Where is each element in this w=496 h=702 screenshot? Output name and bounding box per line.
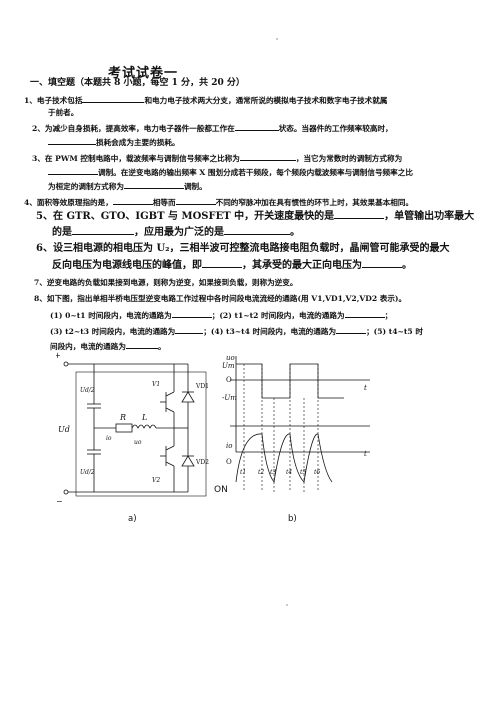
answer-blank[interactable] [175,196,216,205]
answer-blank[interactable] [82,94,145,103]
on-label: ON [214,485,228,495]
label-ud: Ud [58,425,70,434]
label-t6: t6 [314,469,320,476]
question-1-line-1: 1、电子技术包括和电力电子技术两大分支，通常所说的模拟电子技术和数字电子技术就属 [24,94,388,105]
label-ud2-bottom: Ud/2 [80,469,95,476]
answer-blank[interactable] [239,152,296,161]
question-3-line-2: 调制。在逆变电路的输出频率 X 围划分成若干频段，每个频段内载波频率与调制信号频… [48,166,413,178]
label-wave-zero-2: O [226,458,232,466]
answer-blank[interactable] [123,180,184,189]
label-uo: uo [134,439,142,446]
answer-blank[interactable] [234,122,279,131]
answer-blank[interactable] [344,309,385,318]
label-t1: t1 [240,469,246,476]
question-4-line-1: 4、面积等效原理指的是，相等而不同的窄脉冲加在具有惯性的环节上时，其效果基本相同… [24,196,414,207]
label-t4: t4 [286,469,292,476]
answer-blank[interactable] [362,259,402,268]
question-8-line-4: 间段内，电流的通路为。 [50,340,166,351]
question-6-line-2: 反向电压为电源线电压的峰值，即，其承受的最大正向电压为。 [52,259,412,271]
label-v2: V2 [152,477,160,484]
question-2-line-1: 2、为减少自身损耗，提高效率，电力电子器件一般都工作在状态。当器件的工作频率较高… [32,122,393,133]
question-3-line-1: 3、在 PWM 控制电路中，载波频率与调制信号频率之比称为，当它为常数时的调制方… [32,152,403,163]
answer-blank[interactable] [202,259,242,268]
waveform-diagram: uo Um O -Um t io O t1 t2 t3 t4 t5 t6 t [222,354,370,492]
answer-blank[interactable] [336,325,367,334]
label-wave-io: io [226,442,232,450]
half-bridge-circuit-diagram: + − Ud Ud/2 Ud/2 R L io uo V1 V2 VD1 VD2 [56,352,209,506]
label-wave-t: t [364,384,367,392]
label-vd1: VD1 [195,383,209,390]
question-2-line-2: 损耗会成为主要的损耗。 [48,136,180,148]
answer-blank[interactable] [48,166,98,175]
label-ud2-top: Ud/2 [80,387,95,394]
scan-speck [276,38,278,40]
label-vd2: VD2 [195,459,209,466]
question-8-line-2: (1) 0~t1 时间段内，电流的通路为；(2) t1~t2 时间段内，电流的通… [50,309,393,320]
svg-text:+: + [56,352,61,360]
question-8-line-3: (3) t2~t3 时间段内，电流的通路为；(4) t3~t4 时间段内，电流的… [50,325,423,336]
question-7: 7、逆变电路的负载如果接到电源，则称为逆变，如果接到负载，则称为逆变。 [34,278,298,287]
answer-blank[interactable] [112,196,153,205]
question-5-line-1: 5、在 GTR、GTO、IGBT 与 MOSFET 中，开关速度最快的是，单管输… [36,210,475,222]
label-wave-t-2: t [364,450,367,458]
label-wave-uo: uo [226,354,235,362]
question-6-line-1: 6、设三相电源的相电压为 U₂，三相半波可控整流电路接电阻负载时，晶闸管可能承受… [36,243,450,254]
answer-blank[interactable] [334,210,385,219]
scan-speck [286,604,288,606]
question-3-line-3: 为桓定的调制方式称为调制。 [48,180,207,191]
answer-blank[interactable] [72,226,134,235]
section-heading: 一、填空题（本题共 8 小题，每空 1 分，共 20 分） [30,78,245,88]
label-t5: t5 [300,469,306,476]
svg-text:−: − [56,497,63,506]
answer-blank[interactable] [224,226,290,235]
figure-a-label: a) [128,514,137,524]
question-5-line-2: 的是，应用最为广泛的是。 [52,226,300,238]
question-8-line-1: 8、如下图，指出单相半桥电压型逆变电路工作过程中各时间段电流流经的通路(用 V1… [34,294,407,303]
label-wave-um: Um [222,362,235,370]
question-1-line-2: 于前者。 [48,108,79,117]
answer-blank[interactable] [125,340,158,349]
page-title: 考试试卷一 [108,66,179,81]
label-wave-zero: O [226,376,232,384]
label-t3: t3 [270,469,276,476]
answer-blank[interactable] [175,325,204,334]
label-t2: t2 [258,469,264,476]
figure-b-label: b) [288,514,297,524]
answer-blank[interactable] [48,136,96,145]
answer-blank[interactable] [171,309,212,318]
label-io: io [106,435,112,442]
label-wave-neg-um: -Um [222,394,237,402]
label-v1: V1 [152,381,160,388]
label-r: R [119,413,126,422]
label-l: L [141,413,147,422]
